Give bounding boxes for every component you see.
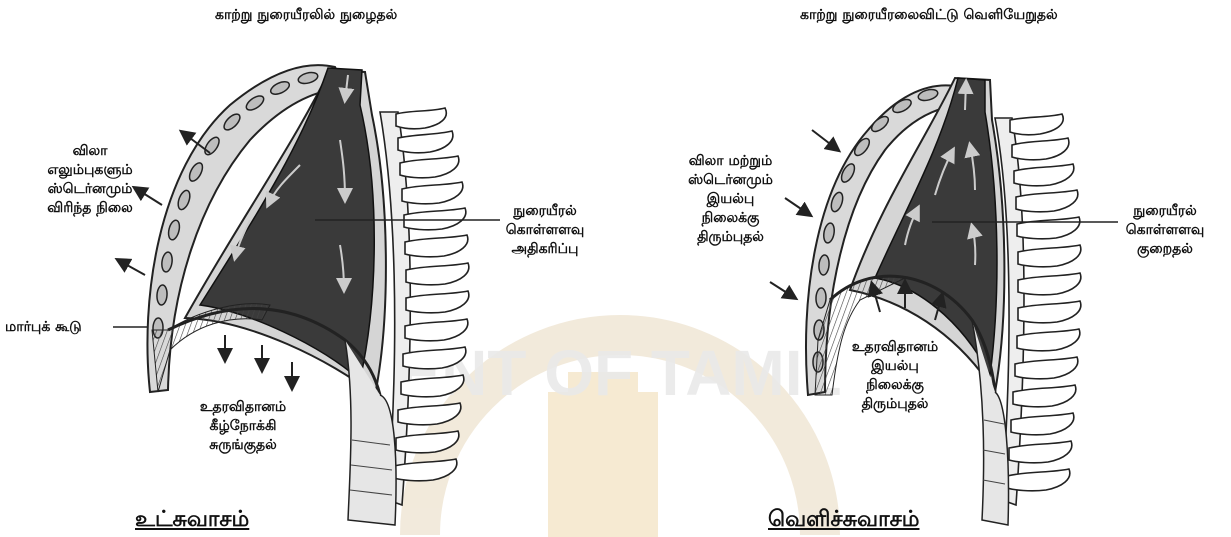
ribs-line-3: இயல்பு bbox=[668, 190, 793, 209]
diaphragm-line-3: நிலைக்கு bbox=[840, 376, 950, 395]
inhalation-ribs-label: விலா எலும்புகளும் ஸ்டெர்னமும் விரிந்த நி… bbox=[40, 142, 140, 218]
spine-right bbox=[995, 114, 1081, 505]
lung-line-2: கொள்ளளவு bbox=[490, 221, 600, 240]
ribcage-label: மார்புக் கூடு bbox=[5, 318, 82, 337]
ribs-line-1: விலா மற்றும் bbox=[668, 152, 793, 171]
diaphragm-line-3: சுருங்குதல் bbox=[188, 436, 298, 455]
lung-line-1: நுரையீரல் bbox=[1110, 202, 1220, 221]
lung-line-2: கொள்ளளவு bbox=[1110, 221, 1220, 240]
inhalation-diaphragm-label: உதரவிதானம் கீழ்நோக்கி சுருங்குதல் bbox=[188, 398, 298, 455]
ribs-line-4: நிலைக்கு bbox=[668, 209, 793, 228]
inhalation-lung-label: நுரையீரல் கொள்ளளவு அதிகரிப்பு bbox=[490, 202, 600, 259]
lung-line-3: அதிகரிப்பு bbox=[490, 240, 600, 259]
diaphragm-line-2: இயல்பு bbox=[840, 357, 950, 376]
ribs-line-4: விரிந்த நிலை bbox=[40, 199, 140, 218]
ribs-line-2: எலும்புகளும் bbox=[40, 161, 140, 180]
exhalation-top-label: காற்று நுரையீரலைவிட்டு வெளியேறுதல் bbox=[800, 6, 1058, 25]
inhalation-title: உட்சுவாசம் bbox=[135, 507, 249, 535]
ribs-line-3: ஸ்டெர்னமும் bbox=[40, 180, 140, 199]
exhalation-lung-label: நுரையீரல் கொள்ளளவு குறைதல் bbox=[1110, 202, 1220, 259]
diaphragm-line-2: கீழ்நோக்கி bbox=[188, 417, 298, 436]
lung-line-3: குறைதல் bbox=[1110, 240, 1220, 259]
lung-line-1: நுரையீரல் bbox=[490, 202, 600, 221]
exhalation-diaphragm-label: உதரவிதானம் இயல்பு நிலைக்கு திரும்புதல் bbox=[840, 338, 950, 414]
ribs-line-2: ஸ்டெர்னமும் bbox=[668, 171, 793, 190]
ribs-line-5: திரும்புதல் bbox=[668, 228, 793, 247]
ribs-line-1: விலா bbox=[40, 142, 140, 161]
diaphragm-line-4: திரும்புதல் bbox=[840, 395, 950, 414]
exhalation-ribs-label: விலா மற்றும் ஸ்டெர்னமும் இயல்பு நிலைக்கு… bbox=[668, 152, 793, 247]
inhalation-top-label: காற்று நுரையீரலில் நுழைதல் bbox=[215, 6, 397, 25]
diaphragm-line-1: உதரவிதானம் bbox=[840, 338, 950, 357]
diaphragm-line-1: உதரவிதானம் bbox=[188, 398, 298, 417]
exhalation-title: வெளிச்சுவாசம் bbox=[768, 507, 919, 535]
